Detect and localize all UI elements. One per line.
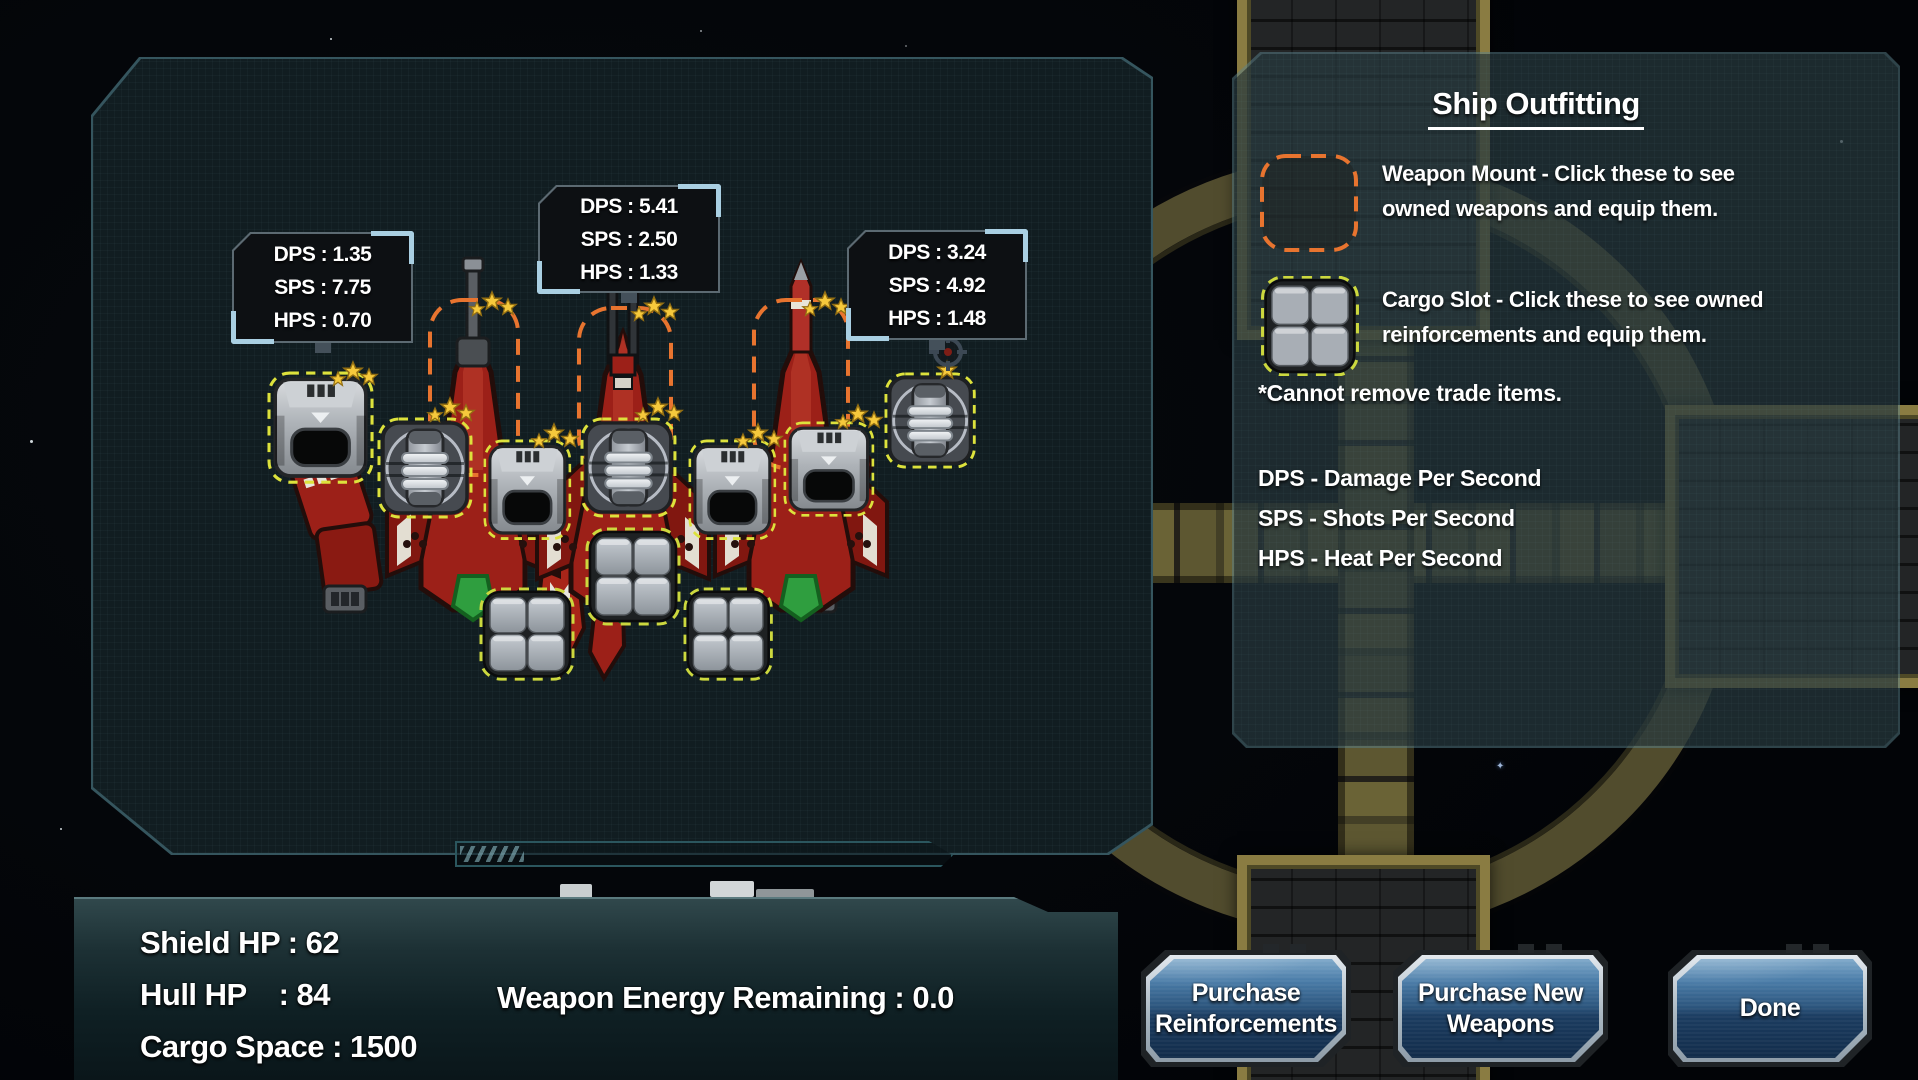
legend-hps: HPS - Heat Per Second bbox=[1258, 545, 1503, 571]
cargo-slot-3[interactable] bbox=[683, 587, 773, 681]
button-notch bbox=[1786, 944, 1803, 953]
tooltip-sps: SPS : 2.50 bbox=[580, 227, 678, 251]
tooltip-hps: HPS : 0.70 bbox=[273, 309, 372, 332]
equipped-weapon-roller-1[interactable] bbox=[377, 417, 473, 519]
weapon-stats-tooltip-1: DPS : 1.35 SPS : 7.75 HPS : 0.70 bbox=[231, 231, 414, 353]
star-dot bbox=[30, 440, 33, 443]
star-dot bbox=[905, 45, 907, 47]
cargo-slot-2[interactable] bbox=[479, 587, 575, 681]
equipped-weapon-roller-3[interactable] bbox=[884, 372, 976, 469]
tooltip-sps: SPS : 7.75 bbox=[274, 276, 371, 299]
weapon-stats-tooltip-2: DPS : 5.41 SPS : 2.50 HPS : 1.33 bbox=[537, 184, 721, 303]
weapon-mount-empty-2[interactable] bbox=[577, 306, 673, 472]
tooltip-corner-accent bbox=[371, 231, 414, 264]
tooltip-sps: SPS : 4.92 bbox=[888, 273, 986, 297]
purchase-new-weapons-button[interactable]: Purchase New Weapons bbox=[1393, 944, 1608, 1067]
weapon-mount-icon bbox=[1258, 152, 1360, 254]
tooltip-dps: DPS : 1.35 bbox=[273, 243, 372, 266]
ship-stats-bar bbox=[74, 897, 1118, 1080]
star-dot bbox=[700, 30, 702, 32]
tooltip-hps: HPS : 1.33 bbox=[580, 260, 678, 284]
stats-legend: DPS - Damage Per Second SPS - Shots Per … bbox=[1258, 458, 1541, 578]
tooltip-corner-accent bbox=[231, 311, 274, 344]
cargo-space-value: Cargo Space : 1500 bbox=[140, 1029, 418, 1064]
equipped-weapon-blaster-2[interactable] bbox=[483, 439, 572, 541]
star-dot bbox=[60, 828, 62, 830]
button-notch bbox=[1262, 944, 1279, 953]
legend-dps: DPS - Damage Per Second bbox=[1258, 465, 1542, 491]
equipped-weapon-blaster-3[interactable] bbox=[688, 439, 777, 541]
cargo-slot-icon bbox=[1260, 276, 1360, 376]
page-title: Ship Outfitting bbox=[1232, 86, 1840, 130]
hull-hp-value: Hull HP : 84 bbox=[140, 977, 331, 1012]
cargo-slot-description: Cargo Slot - Click these to see owned re… bbox=[1382, 287, 1764, 347]
tooltip-hps: HPS : 1.48 bbox=[888, 306, 986, 330]
weapon-mount-empty-1[interactable] bbox=[428, 298, 520, 477]
tooltip-corner-accent bbox=[537, 261, 580, 294]
cargo-slot-1[interactable] bbox=[585, 527, 681, 626]
shield-hp-value: Shield HP : 62 bbox=[140, 925, 340, 960]
weapon-stats-tooltip-3: DPS : 3.24 SPS : 4.92 HPS : 1.48 bbox=[846, 229, 1028, 350]
trade-items-note: *Cannot remove trade items. bbox=[1258, 380, 1562, 406]
tooltip-stem bbox=[929, 340, 945, 350]
purchase-reinforcements-button[interactable]: Purchase Reinforcements bbox=[1141, 944, 1351, 1067]
equipped-weapon-blaster-4[interactable] bbox=[783, 421, 875, 517]
weapon-energy-value: Weapon Energy Remaining : 0.0 bbox=[497, 980, 954, 1015]
legend-sps: SPS - Shots Per Second bbox=[1258, 505, 1515, 531]
done-button[interactable]: Done bbox=[1668, 944, 1872, 1067]
hud-decoration-bar bbox=[455, 841, 953, 867]
equipped-weapon-blaster-1[interactable] bbox=[267, 371, 374, 485]
tooltip-stem bbox=[621, 293, 637, 303]
tooltip-dps: DPS : 5.41 bbox=[580, 194, 678, 218]
button-notch bbox=[1290, 944, 1307, 953]
tooltip-corner-accent bbox=[846, 308, 889, 341]
weapon-mount-description: Weapon Mount - Click these to see owned … bbox=[1382, 161, 1735, 221]
tooltip-corner-accent bbox=[678, 184, 721, 217]
button-notch bbox=[1545, 944, 1562, 953]
hud-tab bbox=[560, 884, 592, 899]
button-notch bbox=[1517, 944, 1534, 953]
hud-tab bbox=[710, 881, 754, 897]
outfitting-info-panel: Ship Outfitting Weapon Mount - Click the… bbox=[1232, 52, 1900, 748]
tooltip-corner-accent bbox=[985, 229, 1028, 262]
equipped-weapon-roller-2[interactable] bbox=[580, 417, 677, 518]
button-notch bbox=[1812, 944, 1829, 953]
tooltip-stem bbox=[314, 343, 331, 353]
star-dot bbox=[330, 38, 332, 40]
tooltip-dps: DPS : 3.24 bbox=[888, 240, 986, 264]
